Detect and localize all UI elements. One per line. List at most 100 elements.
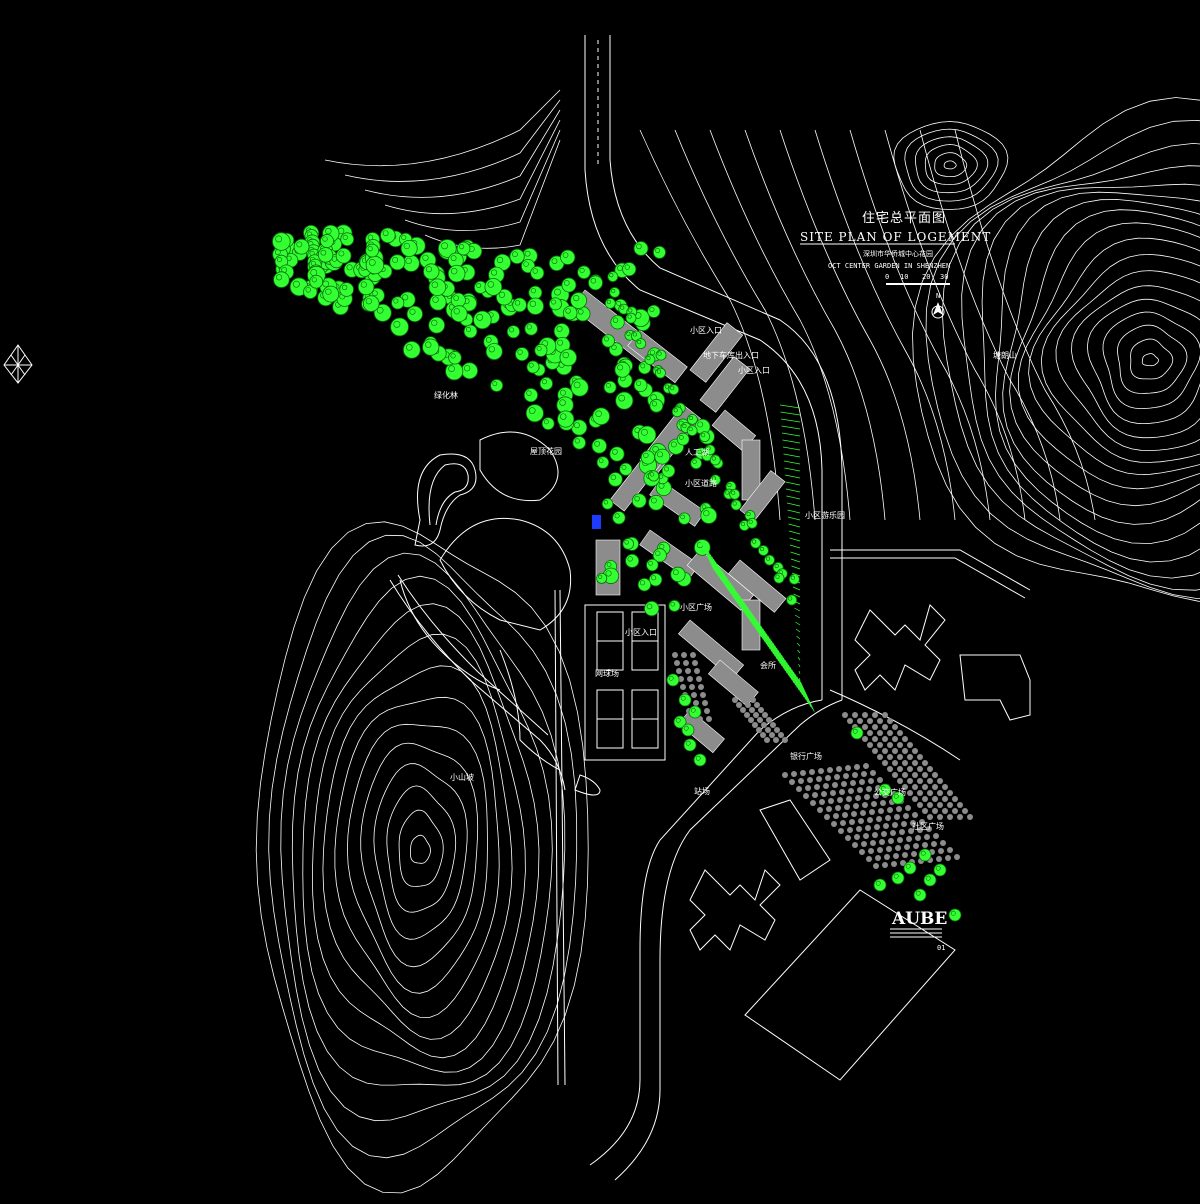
paving-dot (932, 784, 938, 790)
paving-dot (687, 676, 693, 682)
paving-dot (702, 700, 708, 706)
paving-dot (706, 716, 712, 722)
paving-dot (839, 789, 845, 795)
tree-symbol (669, 385, 679, 395)
paving-dot (892, 724, 898, 730)
tree-symbol (689, 706, 701, 718)
paving-dot (860, 810, 866, 816)
tree-symbol (611, 315, 624, 328)
tree-symbol (610, 447, 624, 461)
paving-dot (945, 855, 951, 861)
tree-symbol (924, 874, 936, 886)
paving-dot (927, 766, 933, 772)
paving-dot (816, 776, 822, 782)
paving-dot (957, 802, 963, 808)
paving-dot (849, 819, 855, 825)
tree-symbol (392, 297, 404, 309)
tree-symbol (561, 250, 575, 264)
subtitle-en: OCT CENTER GARDEN IN SHENZHEN (828, 262, 950, 270)
tree-symbol (380, 228, 395, 243)
tree-symbol (687, 426, 697, 436)
paving-dot (896, 806, 902, 812)
paving-dot (892, 736, 898, 742)
paving-dot (905, 805, 911, 811)
title-en: SITE PLAN OF LOGEMENT (800, 230, 991, 244)
paving-dot (882, 724, 888, 730)
paving-dot (904, 844, 910, 850)
paving-dot (814, 784, 820, 790)
paving-dot (895, 845, 901, 851)
paving-dot (862, 736, 868, 742)
paving-dot (877, 718, 883, 724)
label-plaza-pavilion: 屋顶花园 (530, 446, 562, 456)
tree-symbol (429, 317, 445, 333)
paving-dot (837, 797, 843, 803)
paving-dot (882, 736, 888, 742)
tree-symbol (407, 306, 422, 321)
paving-dot (897, 778, 903, 784)
tree-symbol (671, 567, 685, 581)
paving-dot (927, 802, 933, 808)
tree-symbol (602, 335, 615, 348)
tree-symbol (645, 355, 655, 365)
paving-dot (873, 863, 879, 869)
label-artificial-lake: 人工湖 (685, 448, 709, 457)
tree-symbol (747, 518, 757, 528)
tree-symbol (597, 457, 609, 469)
paving-dot (761, 722, 767, 728)
paving-dot (869, 809, 875, 815)
paving-dot (866, 786, 872, 792)
paving-dot (758, 707, 764, 713)
tree-symbol (919, 849, 931, 861)
tree-symbol (507, 326, 519, 338)
paving-dot (757, 717, 763, 723)
tree-symbol (751, 538, 761, 548)
paving-dot (859, 849, 865, 855)
tree-symbol (634, 242, 648, 256)
tree-symbol (765, 555, 775, 565)
paving-dot (853, 803, 859, 809)
paving-dot (912, 812, 918, 818)
paving-dot (840, 820, 846, 826)
tree-symbol (318, 248, 333, 263)
tree-symbol (515, 348, 528, 361)
tree-symbol (653, 246, 665, 258)
tree-symbol (874, 879, 886, 891)
paving-dot (877, 730, 883, 736)
tree-symbol (294, 239, 309, 254)
tree-symbol (578, 266, 591, 279)
label-entrance-3: 小区入口 (625, 628, 657, 637)
paving-dot (867, 718, 873, 724)
tree-symbol (340, 283, 354, 297)
paving-dot (912, 748, 918, 754)
tree-symbol (485, 279, 502, 296)
tree-symbol (274, 272, 290, 288)
tree-symbol (540, 377, 553, 390)
paving-dot (821, 791, 827, 797)
paving-dot (907, 790, 913, 796)
tree-symbol (694, 754, 706, 766)
paving-dot (760, 732, 766, 738)
paving-dot (907, 754, 913, 760)
paving-dot (872, 736, 878, 742)
label-bus-plaza: 公交广场 (874, 787, 906, 797)
paving-dot (835, 805, 841, 811)
paving-dot (886, 846, 892, 852)
tree-symbol (605, 298, 615, 308)
paving-dot (892, 772, 898, 778)
paving-dot (691, 692, 697, 698)
paving-dot (766, 717, 772, 723)
paving-dot (881, 831, 887, 837)
tree-symbol (644, 601, 658, 615)
paving-dot (868, 778, 874, 784)
tree-symbol (672, 407, 682, 417)
scale-mark-0: 0 (885, 273, 889, 281)
tree-symbol (632, 494, 646, 508)
paving-dot (842, 712, 848, 718)
paving-dot (917, 778, 923, 784)
paving-dot (967, 814, 973, 820)
tree-symbol (774, 573, 784, 583)
paving-dot (847, 827, 853, 833)
tree-symbol (323, 286, 339, 302)
